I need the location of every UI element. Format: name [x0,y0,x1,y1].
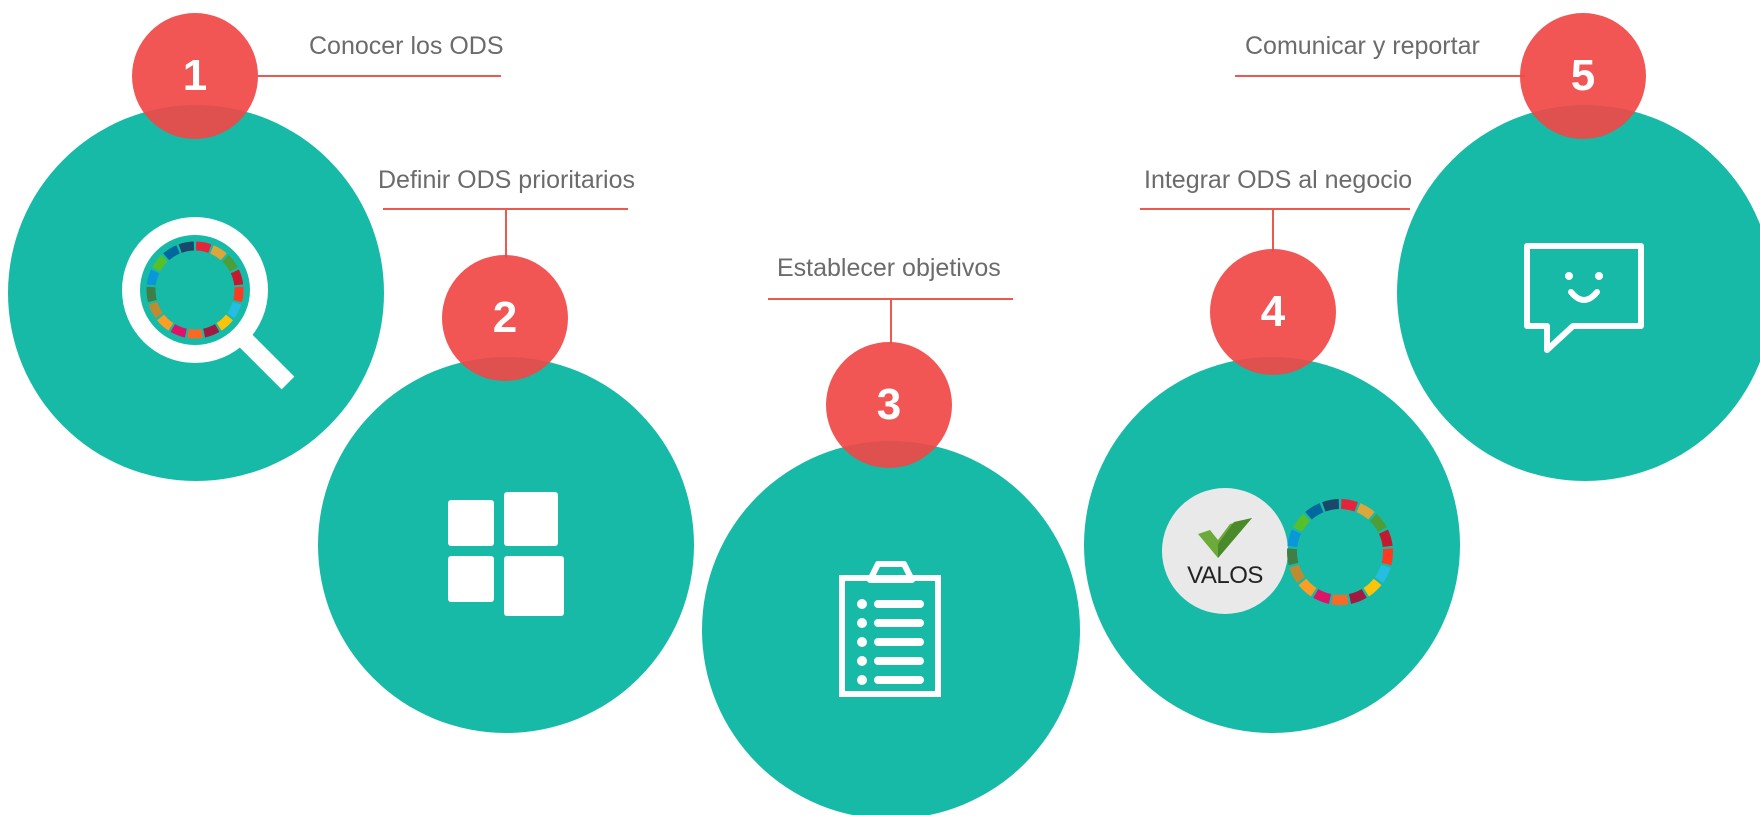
magnifier-sdg-icon [122,217,295,390]
chat-smile-icon [1524,243,1644,353]
step-2-number: 2 [442,255,568,381]
step-5-label: Comunicar y reportar [1245,32,1480,60]
sdg-ring-segment [1363,578,1382,597]
clipboard-icon [839,561,941,697]
step-1-number: 1 [132,13,258,139]
sdg-ring-segment [163,245,180,261]
step-5-number: 5 [1520,13,1646,139]
sdg-ring-segment [1322,499,1340,512]
sdg-ring-segment [1378,529,1393,548]
step-3-number: 3 [826,342,952,468]
sdg-ring-segment [1313,589,1332,604]
step-3-connector-stem [890,298,892,344]
sdg-ring-segment [1287,548,1299,566]
valos-sdg-icon: VALOS [1160,486,1393,616]
step-5-number-text: 5 [1570,51,1596,100]
sdg-ring-segment [227,301,242,319]
sdg-ring [1287,499,1393,605]
step-4-label: Integrar ODS al negocio [1144,166,1413,194]
sdg-ring-segment [1287,529,1302,548]
sdg-wheel-icon [1287,499,1393,605]
sdg-ring-segment [195,241,212,253]
step-4-number-text: 4 [1260,287,1286,336]
step-2-number-text: 2 [492,293,518,342]
sdg-ring-segment [1374,564,1391,583]
step-1-label: Conocer los ODS [309,32,504,60]
grid-icon [448,492,564,616]
sdg-ring-segment [148,301,163,319]
step-2-connector-stem [505,208,507,258]
sdg-ring-segment [1293,513,1311,533]
sdg-ring-segment [233,286,244,303]
sdg-ring-segment [1298,578,1317,597]
sdg-ring-segment [216,314,233,331]
sdg-ring-segment [1289,564,1306,583]
step-5-connector [1235,75,1525,77]
sdg-ring-segment [210,245,227,261]
step-3-circle [702,441,1080,815]
sdg-ring-segment [222,254,238,272]
step-4-connector [1140,208,1410,210]
sdg-ring-segment [1340,499,1358,512]
step-4-connector-stem [1272,208,1274,252]
step-2-label: Definir ODS prioritarios [378,166,636,194]
step-4-number: 4 [1210,249,1336,375]
valos-logo-text: VALOS [1187,562,1263,589]
step-1-connector [258,75,501,77]
sdg-ring-segment [203,324,220,338]
sdg-ring [146,241,244,339]
step-1-number-text: 1 [182,51,208,100]
sdg-ring-segment [1305,503,1324,520]
sdg-ring-segment [187,328,203,339]
step-3-number-text: 3 [876,380,902,429]
sdg-ring-segment [170,324,187,338]
sdg-ring-segment [152,254,168,272]
step-5-circle [1397,105,1760,481]
sdg-ring-segment [1331,594,1349,605]
sdg-ring-segment [1348,589,1367,604]
sdg-ring-segment [1381,548,1393,566]
sdg-ring-segment [157,314,174,331]
sdg-ring-segment [1369,513,1387,533]
valos-checkmark-icon [1198,518,1252,558]
sdg-ring-segment [1356,503,1375,520]
sdg-ring-segment [146,269,160,286]
sdg-ring-segment [146,286,157,303]
sdg-ring-segment [230,269,244,286]
step-3-label: Establecer objetivos [777,254,1001,282]
valos-logo: VALOS [1162,488,1288,614]
sdg-ring-segment [178,241,195,253]
